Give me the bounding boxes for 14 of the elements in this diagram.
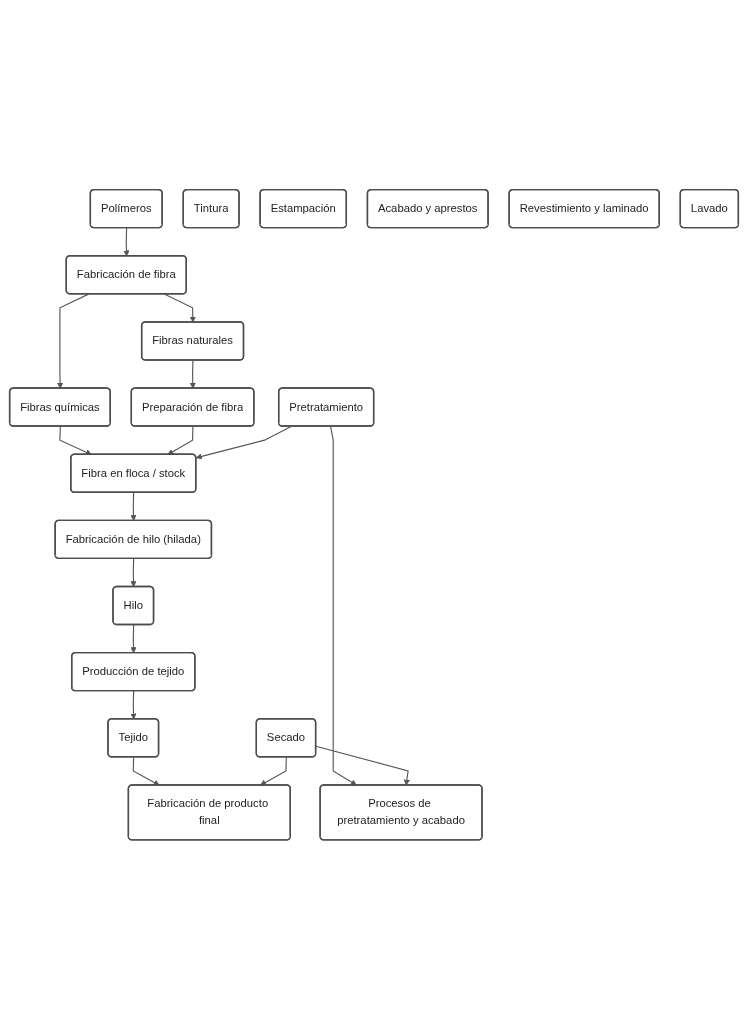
- arrow: [130, 558, 137, 588]
- arrow: [130, 492, 137, 522]
- arrow: [130, 690, 137, 720]
- arrow: [330, 426, 357, 786]
- arrow: [167, 426, 194, 456]
- arrow: [164, 293, 196, 323]
- arrow: [315, 745, 410, 786]
- arrow: [123, 227, 130, 257]
- arrow: [130, 624, 137, 654]
- arrow: [189, 359, 196, 389]
- arrow: [132, 756, 160, 786]
- arrow: [59, 426, 92, 456]
- arrow: [195, 426, 292, 460]
- arrow: [260, 756, 287, 786]
